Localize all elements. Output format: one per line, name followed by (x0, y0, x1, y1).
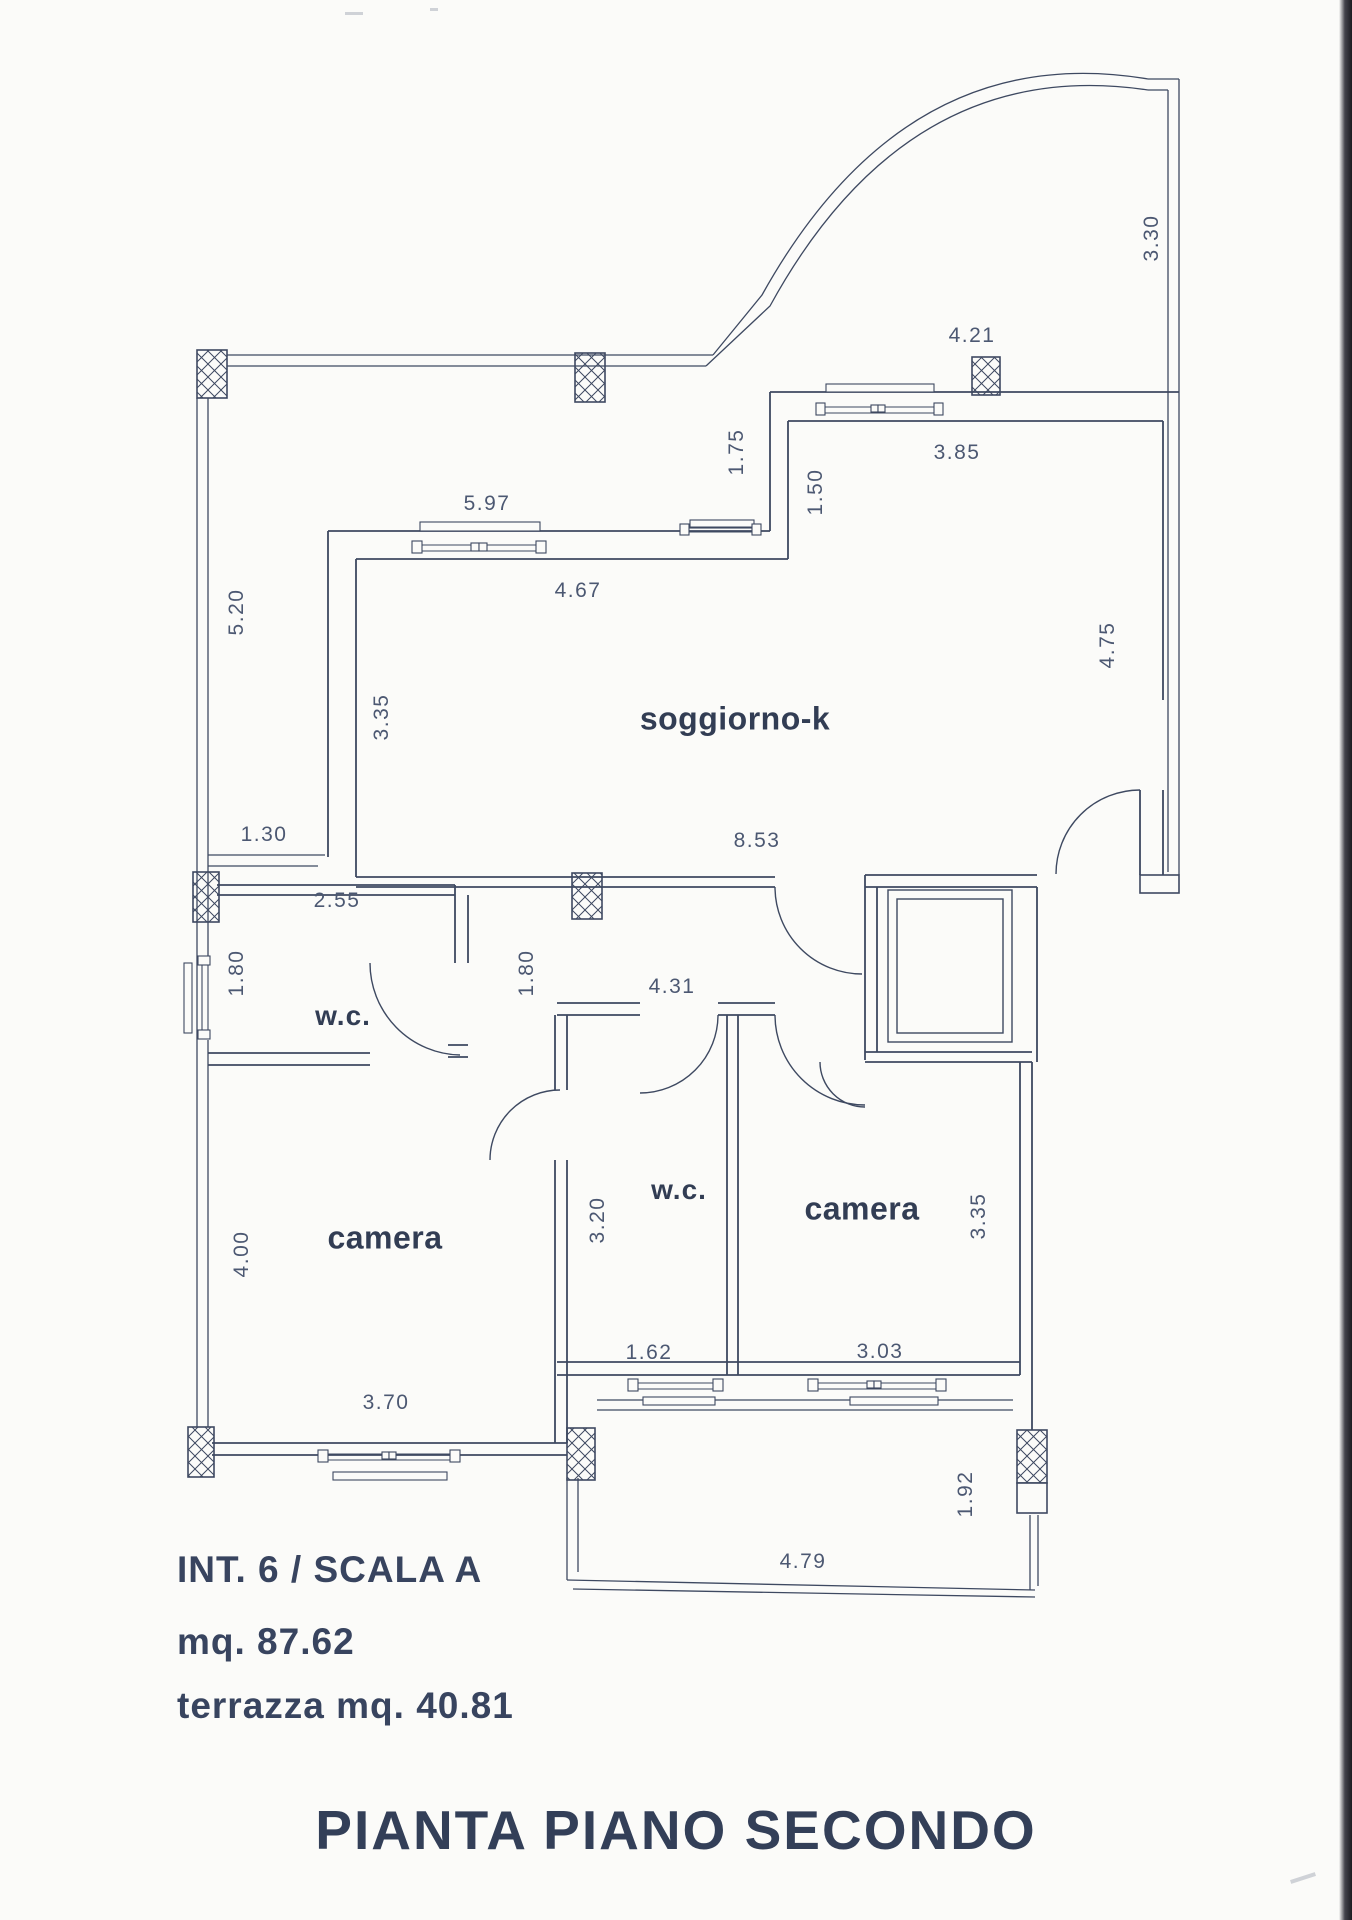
dimension-label: 3.20 (586, 1196, 609, 1244)
dimension-label: 4.31 (648, 975, 696, 998)
dimension-label: 1.80 (225, 949, 248, 997)
dimension-label: 4.79 (779, 1550, 827, 1573)
room-label-wc-middle: w.c. (651, 1174, 707, 1205)
scan-speck (345, 12, 363, 15)
dimension-label: 8.53 (733, 829, 781, 852)
window-symbols (183, 383, 947, 1481)
scanner-edge-shadow (1339, 0, 1352, 1920)
dimension-label: 3.35 (967, 1192, 990, 1240)
dimension-label: 1.92 (954, 1470, 977, 1518)
dimension-label: 3.30 (1140, 214, 1163, 262)
dimension-label: 3.70 (362, 1391, 410, 1414)
dimension-label: 3.85 (933, 441, 981, 464)
unit-label: INT. 6 / SCALA A (177, 1549, 483, 1590)
dimension-label: 1.50 (804, 468, 827, 516)
dimension-label: 5.20 (225, 588, 248, 636)
dimension-label: 4.00 (230, 1230, 253, 1278)
scan-speck (430, 8, 438, 11)
stair-block (887, 889, 1013, 1043)
dimension-label: 3.35 (370, 693, 393, 741)
dimension-label: 1.30 (240, 823, 288, 846)
area-label: mq. 87.62 (177, 1621, 355, 1662)
pillars (187, 349, 1048, 1484)
room-label-bedroom-left: camera (327, 1219, 443, 1256)
dimension-label: 5.97 (463, 492, 511, 515)
dimension-label: 4.75 (1096, 621, 1119, 669)
dimension-label: 1.75 (725, 428, 748, 476)
room-label-living: soggiorno-k (639, 700, 831, 737)
room-label-bedroom-right: camera (804, 1190, 920, 1227)
room-label-wc-left: w.c. (315, 1000, 371, 1031)
dimension-label: 2.55 (313, 889, 361, 912)
terrace-area-label: terrazza mq. 40.81 (177, 1685, 514, 1726)
door-arcs (369, 789, 1141, 1161)
dimension-label: 1.62 (625, 1341, 673, 1364)
dimension-label: 1.80 (515, 949, 538, 997)
plan-title: PIANTA PIANO SECONDO (315, 1799, 1037, 1861)
wall-ends (1016, 874, 1180, 1514)
dimension-label: 4.67 (554, 579, 602, 602)
dimension-label: 3.03 (856, 1340, 904, 1363)
wall-linework (208, 391, 1179, 1456)
dimension-label: 4.21 (948, 324, 996, 347)
